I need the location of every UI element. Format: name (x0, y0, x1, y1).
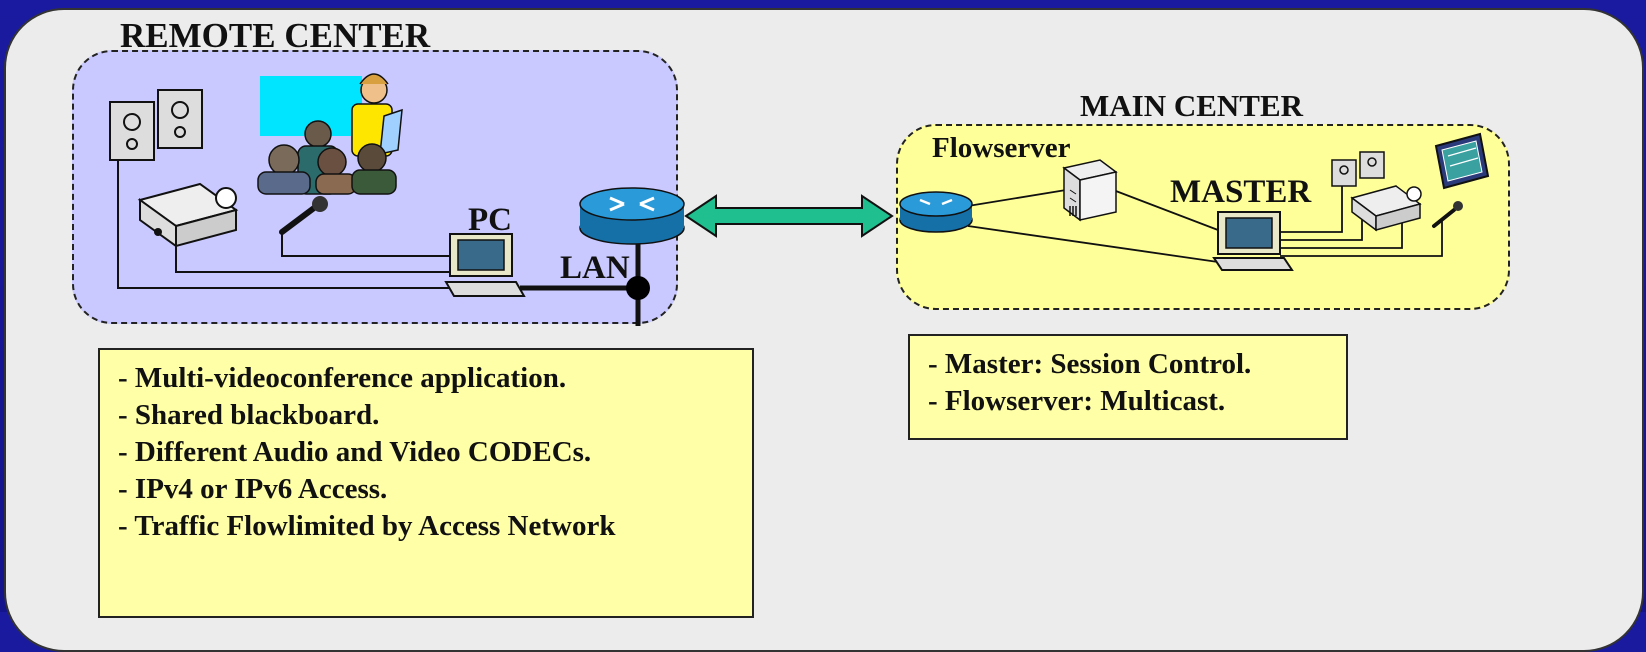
note-line: - Shared blackboard. (118, 399, 380, 431)
note-line: - Flowserver: Multicast. (928, 385, 1226, 417)
microphone-icon (279, 196, 328, 235)
note-line: - IPv4 or IPv6 Access. (118, 473, 388, 505)
note-line: - Different Audio and Video CODECs. (118, 436, 592, 468)
server-icon (1062, 159, 1118, 222)
master-label: MASTER (1170, 174, 1312, 210)
double-arrow-icon (684, 194, 894, 238)
remote-center-title: REMOTE CENTER (120, 16, 431, 55)
note-line: - Traffic Flowlimited by Access Network (118, 510, 616, 542)
lan-node-icon (626, 276, 650, 300)
projector-icon (137, 182, 239, 248)
speaker-icon (109, 89, 203, 161)
computer-icon (1212, 211, 1294, 271)
computer-icon (444, 233, 526, 297)
presenter-icon (351, 73, 403, 157)
flowserver-label: Flowserver (932, 132, 1071, 164)
router-icon (579, 187, 685, 245)
pc-label: PC (468, 202, 512, 238)
speaker-icon (1331, 151, 1385, 187)
main-wiring (967, 182, 1443, 263)
main-features-note: - Master: Session Control. - Flowserver:… (908, 334, 1348, 440)
note-line: - Master: Session Control. (928, 348, 1252, 380)
network-diagram: REMOTE CENTER MAIN CENTER Flowserver MAS… (4, 8, 1644, 652)
projector-icon (1350, 185, 1422, 232)
main-center-title: MAIN CENTER (1080, 88, 1304, 123)
router-icon (899, 191, 973, 233)
note-line: - Multi-videoconference application. (118, 362, 567, 394)
remote-features-note: - Multi-videoconference application. - S… (98, 348, 754, 618)
diagram-artwork (109, 73, 1490, 326)
lan-label: LAN (560, 250, 630, 286)
microphone-icon (1432, 201, 1463, 228)
presentation-screen-icon (1434, 132, 1490, 190)
audience-icon (257, 120, 397, 195)
